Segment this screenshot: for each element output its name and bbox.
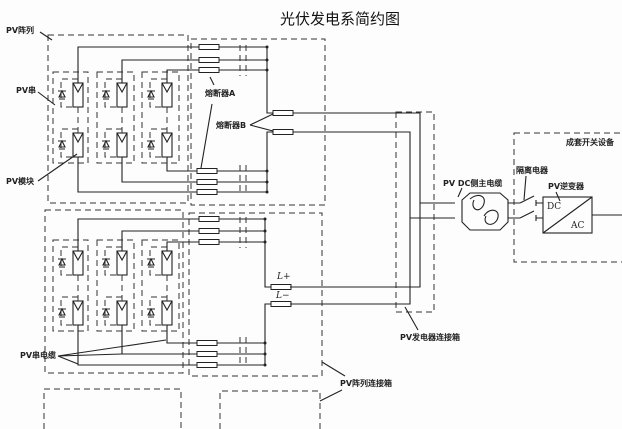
inverter-icon: DC AC <box>542 196 622 234</box>
array-junction-box-partial <box>219 390 321 429</box>
label-pv-inverter: PV逆变器 <box>548 181 585 191</box>
pv-string-box <box>141 239 180 332</box>
bypass-diode-icon <box>58 89 66 100</box>
bypass-diode-icon <box>147 307 155 318</box>
fuse-a-icon <box>198 44 220 50</box>
pv-string-box <box>96 239 135 332</box>
pv-arrays <box>52 44 294 368</box>
array-boxes <box>43 34 622 429</box>
label-pv-dc-main-cable: PV DC侧主电缆 <box>443 178 502 188</box>
bypass-diode-icon <box>58 257 66 268</box>
surge-arrester-icon <box>239 45 247 194</box>
main-dc-lines <box>290 112 455 305</box>
pv-module-triangle <box>116 250 128 262</box>
pv-array-group <box>52 44 294 195</box>
pv-string-box <box>96 71 135 164</box>
bypass-diode-icon <box>147 257 155 268</box>
string-cable-positive <box>77 218 265 251</box>
pv-module-triangle <box>116 300 128 312</box>
pv-module-triangle <box>116 132 128 144</box>
bus-bar <box>266 47 273 192</box>
surge-arrester-icon <box>239 217 247 367</box>
label-pv-module: PV模块 <box>6 176 35 186</box>
string-cable-negative <box>166 325 265 344</box>
fuse-a-icon <box>198 228 220 234</box>
pv-array-box-lower <box>44 209 184 374</box>
bypass-diode-icon <box>58 307 66 318</box>
isolator-switch-icon <box>519 195 543 221</box>
label-pv-array: PV阵列 <box>6 25 34 35</box>
pv-module-triangle <box>72 300 84 312</box>
fuse-b-icon <box>270 284 292 290</box>
generator-junction-box <box>395 111 435 313</box>
string-cable-positive <box>166 241 265 251</box>
label-pv-generator-junction-box: PV发电器连接箱 <box>400 332 460 342</box>
string-cable-negative <box>77 157 267 193</box>
pv-module-triangle <box>161 132 173 144</box>
label-pv-string: PV串 <box>16 85 36 95</box>
bypass-diode-icon <box>102 139 110 150</box>
pv-array-box-partial <box>43 388 182 429</box>
fuse-a-icon <box>196 362 218 368</box>
fuse-b-icon <box>272 129 294 135</box>
bypass-diode-icon <box>147 139 155 150</box>
fuse-a-icon <box>198 67 220 73</box>
bypass-diode-icon <box>58 139 66 150</box>
fuse-a-icon <box>196 179 218 185</box>
pv-string-box <box>141 71 180 164</box>
string-cable-positive <box>77 46 267 83</box>
pv-module-triangle <box>72 82 84 94</box>
pv-module-triangle <box>72 132 84 144</box>
bypass-diode-icon <box>102 89 110 100</box>
pv-array-box-upper <box>47 34 189 204</box>
pv-string-box <box>52 239 89 332</box>
labels: PV阵列 PV串 PV模块 熔断器A 熔断器B L+ L− PV串电缆 PV阵列… <box>6 25 615 402</box>
dc-main-cable-icon <box>461 192 520 231</box>
array-junction-box-lower <box>188 212 323 377</box>
label-fuse-a: 熔断器A <box>205 88 236 98</box>
pv-module-triangle <box>161 250 173 262</box>
string-cable-positive <box>121 230 265 251</box>
string-cable-negative <box>166 157 267 172</box>
fuse-a-icon <box>198 239 220 245</box>
bypass-diode-icon <box>102 307 110 318</box>
label-pv-array-junction-box: PV阵列连接箱 <box>340 378 392 388</box>
string-cable-positive <box>166 69 267 83</box>
fuse-a-icon <box>198 57 220 63</box>
fuse-a-icon <box>198 216 220 222</box>
bypass-diode-icon <box>102 257 110 268</box>
label-isolator: 隔离电器 <box>516 165 549 175</box>
label-l-plus: L+ <box>276 272 291 282</box>
switchgear-box <box>513 132 622 263</box>
label-fuse-b: 熔断器B <box>216 120 246 130</box>
label-switchgear: 成套开关设备 <box>566 137 615 147</box>
pv-string-box <box>52 71 89 164</box>
pv-module-triangle <box>72 250 84 262</box>
inverter-dc-label: DC <box>547 202 561 212</box>
bypass-diode-icon <box>147 89 155 100</box>
fuse-b-icon <box>270 301 292 307</box>
fuse-a-icon <box>196 351 218 357</box>
fuse-a-icon <box>196 189 218 195</box>
pv-module-triangle <box>116 82 128 94</box>
label-pv-string-cable: PV串电缆 <box>20 350 56 360</box>
fuse-b-icon <box>272 110 294 116</box>
bus-bar <box>264 219 271 365</box>
inverter-ac-label: AC <box>570 221 584 231</box>
fuse-a-icon <box>196 340 218 346</box>
string-cable-negative <box>121 157 267 183</box>
pv-module-triangle <box>161 300 173 312</box>
string-cable-negative <box>121 325 265 355</box>
pv-array-group <box>52 216 292 368</box>
pv-module-triangle <box>161 82 173 94</box>
label-l-minus: L− <box>275 291 290 301</box>
fuse-a-icon <box>196 168 218 174</box>
diagram-title: 光伏发电系简约图 <box>280 10 400 28</box>
